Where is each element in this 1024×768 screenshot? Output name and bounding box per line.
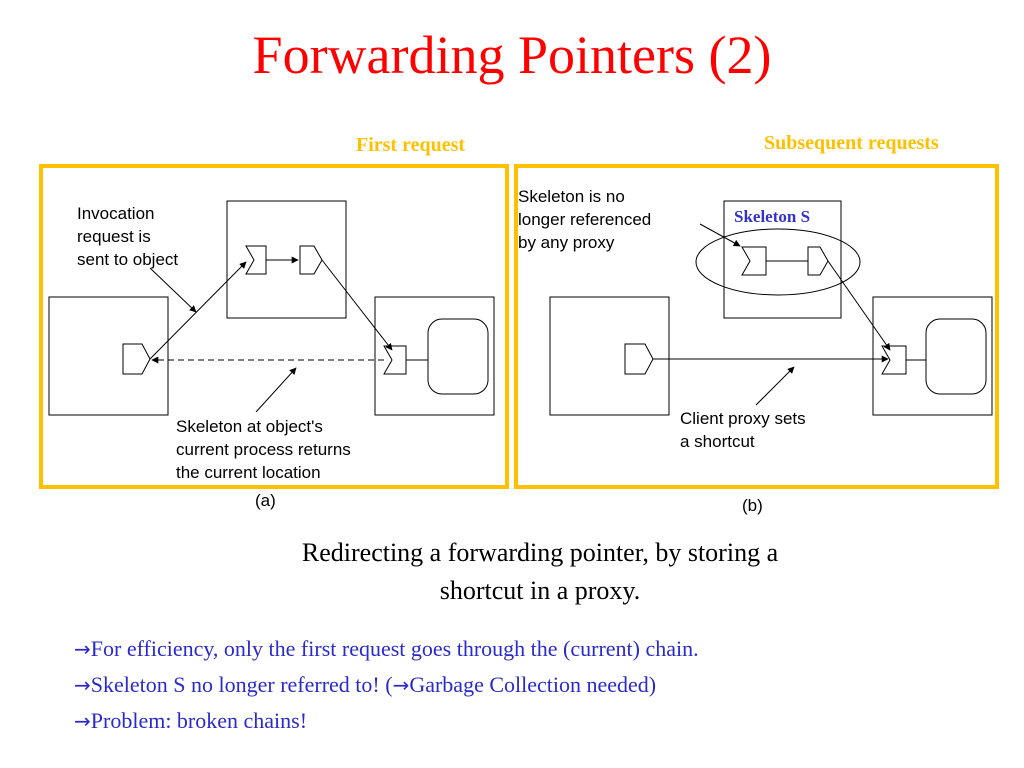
panel-b-client-proxy [624, 343, 654, 375]
panel-a-client-proxy [122, 343, 151, 375]
skeleton-s-label: Skeleton S [734, 207, 810, 226]
caption-line-1: Redirecting a forwarding pointer, by sto… [301, 538, 779, 567]
panel-a-proxy-shape [299, 245, 323, 275]
panel-a-pointer-invocation [149, 267, 197, 313]
bullet-item: →Problem: broken chains! [74, 708, 308, 733]
bullet-list: →For efficiency, only the first request … [74, 631, 699, 739]
panel-b-skeleton-text: Skeleton is no longer referenced by any … [518, 187, 656, 252]
panel-a-client-process [48, 296, 169, 416]
arrow-right-icon: → [392, 673, 410, 697]
bullet-item: →For efficiency, only the first request … [74, 636, 699, 661]
panel-a-skeleton-shape [245, 245, 267, 275]
panel-b-arrow-proxy-to-object [827, 260, 891, 351]
panel-b-object [925, 318, 987, 395]
panel-a-object-skeleton [383, 345, 407, 375]
panel-b-object-skeleton [881, 345, 907, 375]
subsequent-requests-label: Subsequent requests [764, 132, 939, 154]
panel-b-object-process [872, 296, 993, 416]
figure-caption: Redirecting a forwarding pointer, by sto… [150, 534, 930, 610]
bullet-item: →Skeleton S no longer referred to! (→Gar… [74, 672, 657, 697]
panel-b-skeleton-shape [741, 246, 767, 276]
panel-a-object [427, 318, 489, 395]
arrow-right-icon: → [74, 673, 91, 697]
arrow-right-icon: → [74, 709, 91, 733]
panel-b-middle-process [723, 200, 842, 319]
panel-b-client-process [549, 296, 670, 416]
panel-b-client-text: Client proxy sets a shortcut [680, 409, 810, 451]
panel-a-pointer-skeleton [255, 367, 297, 413]
panel-a-skeleton-text: Skeleton at object's current process ret… [176, 417, 356, 482]
panel-a-label: (a) [255, 491, 276, 510]
panel-a-middle-process [226, 200, 347, 319]
panel-b-proxy-shape [807, 246, 829, 276]
panel-b-pointer-client [755, 366, 795, 406]
panel-a-frame [39, 164, 509, 489]
panel-b-frame [514, 164, 999, 489]
panel-b-skeleton-ellipse [695, 228, 861, 296]
panel-b-label: (b) [742, 496, 763, 515]
panel-a-arrow-proxy-to-object [321, 259, 393, 351]
caption-line-2: shortcut in a proxy. [439, 576, 641, 605]
panel-b-pointer-skeleton [699, 223, 741, 247]
first-request-label: First request [356, 134, 466, 156]
panel-a-invocation-text: Invocation request is sent to object [77, 204, 178, 269]
arrow-right-icon: → [74, 637, 91, 661]
slide-title: Forwarding Pointers (2) [252, 25, 772, 85]
panel-a-object-process [374, 296, 495, 416]
forwarding-diagram: Invocation request is sent to object Ske… [39, 164, 999, 515]
panel-a-arrow-client-to-skeleton [149, 261, 247, 360]
